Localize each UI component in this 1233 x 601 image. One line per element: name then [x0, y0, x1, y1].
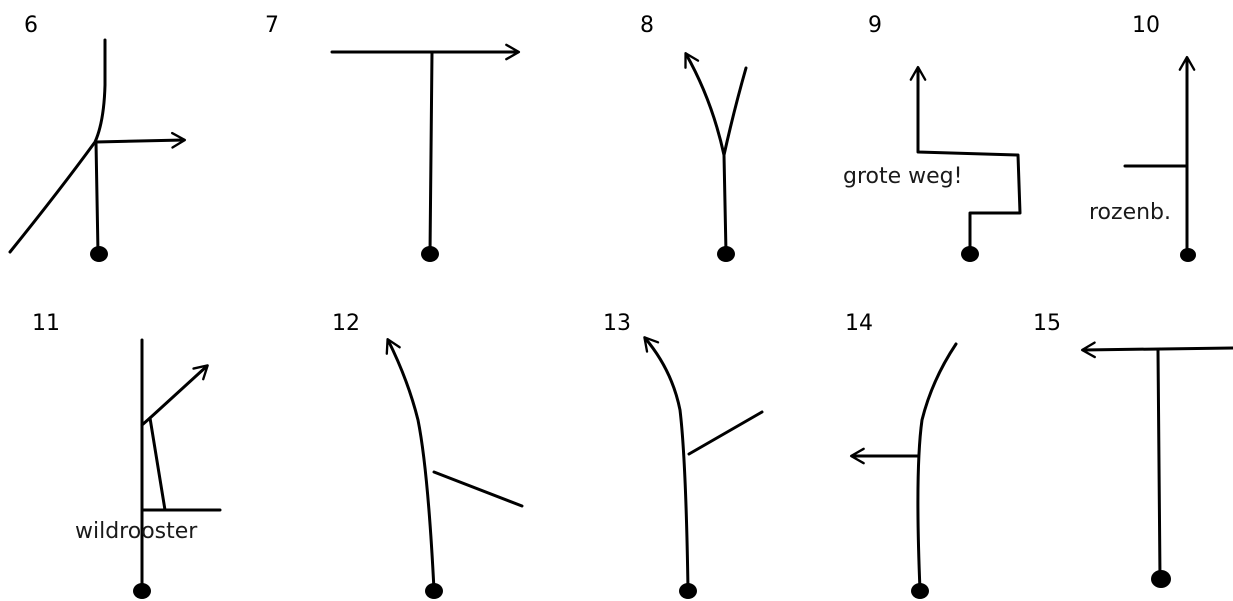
start-point: [421, 246, 439, 262]
main-road: [916, 342, 958, 592]
diagram-number: 14: [845, 311, 873, 336]
diagram-10: 10 rozenb.: [1089, 13, 1196, 262]
start-point: [1151, 570, 1171, 588]
start-point: [90, 246, 108, 262]
diagram-11: 11 wildrooster: [32, 311, 222, 599]
diagram-number: 15: [1033, 311, 1061, 336]
start-point: [1180, 248, 1196, 262]
route-arrow-curve-left: [385, 338, 436, 592]
diagram-number: 7: [265, 13, 279, 38]
diagram-number: 6: [24, 13, 38, 38]
diagram-number: 8: [640, 13, 654, 38]
road-label: rozenb.: [1089, 200, 1171, 225]
diagram-number: 13: [603, 311, 631, 336]
start-road: [428, 50, 434, 256]
diagram-14: 14: [845, 311, 958, 599]
diagram-8: 8: [640, 13, 748, 262]
diagram-7: 7: [265, 13, 521, 262]
diagram-15: 15: [1033, 311, 1233, 588]
start-point: [425, 583, 443, 599]
start-road: [94, 140, 100, 255]
diagram-12: 12: [332, 311, 524, 599]
start-point: [717, 246, 735, 262]
side-road: [687, 410, 764, 456]
route-arrow-left: [1080, 341, 1233, 359]
start-point: [133, 583, 151, 599]
diagram-number: 11: [32, 311, 60, 336]
diagram-number: 10: [1132, 13, 1160, 38]
diagram-6: 6: [8, 13, 187, 262]
start-point: [679, 583, 697, 599]
start-point: [961, 246, 979, 262]
route-arrow-diagonal: [148, 364, 209, 420]
road-label: grote weg!: [843, 164, 962, 189]
start-point: [911, 583, 929, 599]
crossing-road: [8, 38, 107, 254]
route-arrow-right: [94, 131, 187, 149]
diagram-13: 13: [603, 311, 764, 599]
start-road: [140, 416, 167, 512]
route-arrow-curve-left: [643, 336, 690, 592]
start-road: [1156, 348, 1162, 580]
road-label: wildrooster: [75, 519, 198, 544]
diagram-number: 12: [332, 311, 360, 336]
diagram-number: 9: [868, 13, 882, 38]
route-arrow-zigzag: [909, 65, 1022, 255]
route-arrow-left-fork: [684, 52, 726, 157]
right-branch-road: [722, 66, 748, 255]
side-road: [432, 470, 524, 508]
diagram-9: 9 grote weg!: [843, 13, 1022, 262]
